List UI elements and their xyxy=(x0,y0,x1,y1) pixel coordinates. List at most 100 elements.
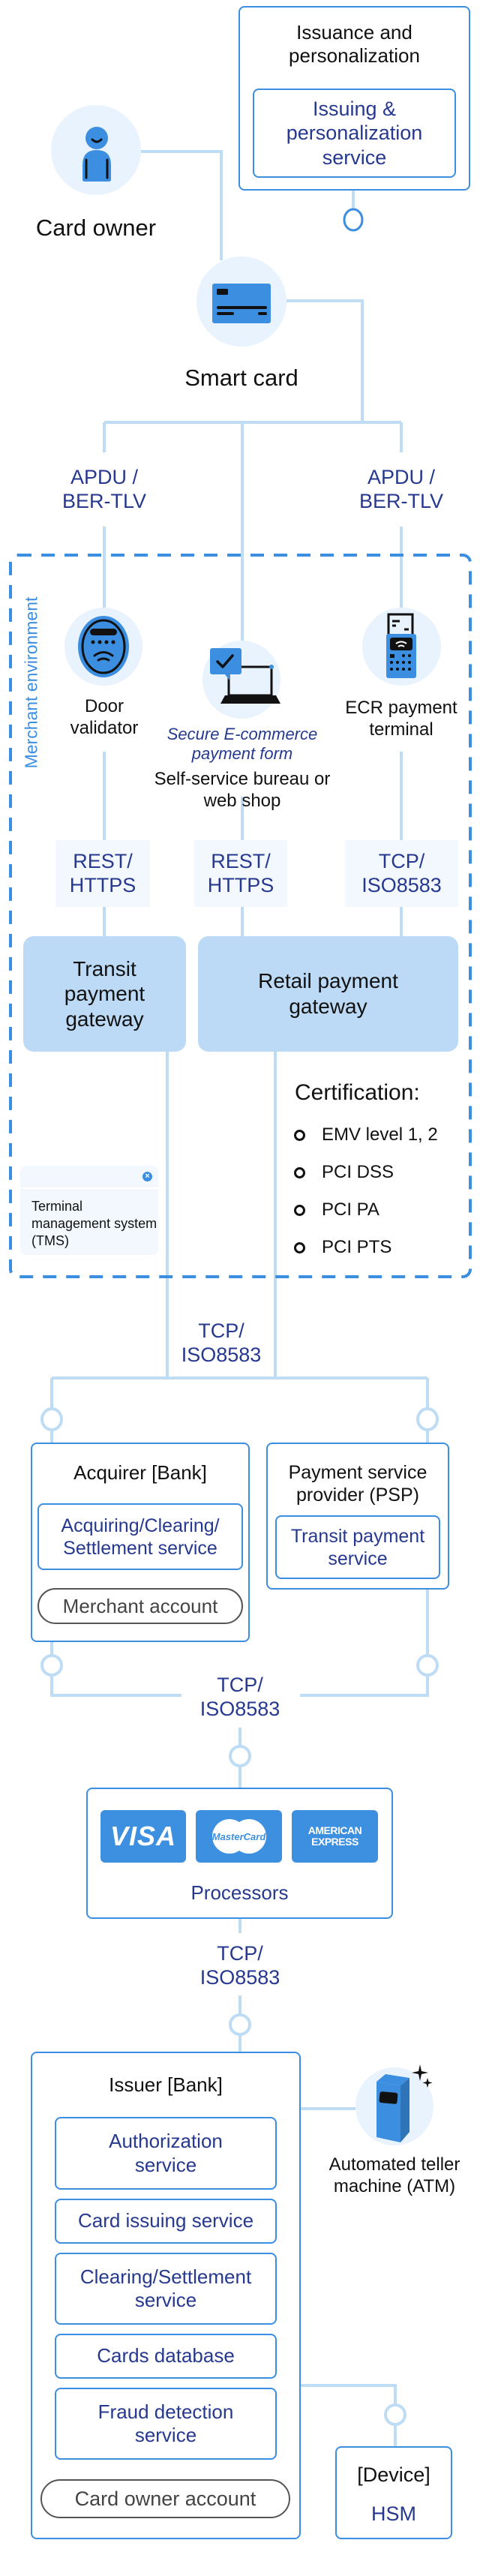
person-icon xyxy=(82,127,111,182)
certification-item: EMV level 1, 2 xyxy=(294,1124,438,1145)
retail-payment-gateway[interactable]: Retail payment gateway xyxy=(198,936,458,1052)
acquirer-title: Acquirer [Bank] xyxy=(74,1461,207,1484)
connector-acquirer-top xyxy=(40,1407,63,1431)
protocol-apdu-right: APDU / BER-TLV xyxy=(358,466,444,513)
wire-acq-4 xyxy=(50,1675,182,1697)
atm-node[interactable] xyxy=(356,2064,434,2145)
fraud-detection-service[interactable]: Fraud detection service xyxy=(55,2388,277,2460)
web-shop-node[interactable] xyxy=(202,641,280,719)
bullet-icon xyxy=(294,1241,305,1253)
laptop-payment-icon xyxy=(210,648,280,704)
hsm-box[interactable] xyxy=(335,2446,452,2539)
atm-icon xyxy=(376,2064,433,2142)
wire-psp-4 xyxy=(300,1675,429,1697)
protocol-tcp-iso-acquiring: TCP/ ISO8583 xyxy=(180,1319,262,1368)
mastercard-logo: MasterCard xyxy=(196,1810,282,1863)
certification-item: PCI DSS xyxy=(294,1162,394,1183)
certification-item-label: EMV level 1, 2 xyxy=(322,1124,438,1145)
merchant-environment-frame xyxy=(9,554,472,1278)
issuing-personalization-service-label: Issuing & personalization service xyxy=(286,97,423,169)
merchant-environment-label: Merchant environment xyxy=(21,596,41,769)
tms-panel: × Terminal management system (TMS) xyxy=(20,1166,158,1255)
credit-card-icon xyxy=(212,284,271,323)
smart-card-label: Smart card xyxy=(184,365,298,391)
authorization-service-label: Authorization service xyxy=(109,2130,223,2176)
protocol-rest-https-transit-label: REST/ HTTPS xyxy=(69,849,136,896)
protocol-tcp-iso-ecr-label: TCP/ ISO8583 xyxy=(362,849,442,896)
cards-database-label: Cards database xyxy=(97,2344,235,2367)
certification-title: Certification: xyxy=(295,1080,420,1105)
ecr-terminal-label: ECR payment terminal xyxy=(345,698,458,740)
wire-hsm-1 xyxy=(301,2384,397,2405)
card-owner-node[interactable] xyxy=(51,105,141,195)
wire-owner-card xyxy=(141,150,223,260)
protocol-rest-https-transit: REST/ HTTPS xyxy=(56,840,150,907)
certification-item-label: PCI DSS xyxy=(322,1162,394,1182)
door-validator-label: Door validator xyxy=(70,696,139,738)
clearing-settlement-service[interactable]: Clearing/Settlement service xyxy=(55,2253,277,2325)
connector-issuer xyxy=(229,2013,251,2036)
protocol-tcp-iso-issuer: TCP/ ISO8583 xyxy=(200,1942,280,1989)
certification-item: PCI PA xyxy=(294,1199,380,1220)
bullet-icon xyxy=(294,1129,305,1141)
bullet-icon xyxy=(294,1204,305,1216)
authorization-service[interactable]: Authorization service xyxy=(55,2117,277,2190)
certification-item-label: PCI PTS xyxy=(322,1237,392,1257)
psp-title: Payment service provider (PSP) xyxy=(288,1462,428,1506)
transit-payment-service[interactable]: Transit payment service xyxy=(275,1515,440,1579)
clearing-settlement-service-label: Clearing/Settlement service xyxy=(80,2265,252,2311)
visa-logo: VISA xyxy=(100,1810,186,1863)
door-validator-node[interactable] xyxy=(64,608,142,686)
tms-label: Terminal management system (TMS) xyxy=(32,1199,158,1248)
merchant-account-label: Merchant account xyxy=(62,1594,218,1617)
hsm-label: HSM xyxy=(371,2502,416,2525)
mastercard-logo-text: MasterCard xyxy=(212,1830,266,1842)
certification-item: PCI PTS xyxy=(294,1237,392,1258)
pos-terminal-icon xyxy=(386,613,416,678)
secure-ecommerce-form-label: Secure E-commerce payment form xyxy=(166,725,318,764)
tms-panel-header: × xyxy=(20,1166,158,1189)
close-icon[interactable]: × xyxy=(142,1172,152,1181)
connector-issuance xyxy=(343,208,364,232)
connector-hsm xyxy=(384,2403,406,2426)
wire-card-branch xyxy=(286,299,364,422)
amex-logo: AMERICAN EXPRESS xyxy=(292,1810,378,1863)
merchant-account[interactable]: Merchant account xyxy=(38,1588,243,1624)
transit-payment-gateway[interactable]: Transit payment gateway xyxy=(23,936,186,1052)
protocol-apdu-left: APDU / BER-TLV xyxy=(62,466,147,513)
visa-logo-text: VISA xyxy=(110,1821,177,1851)
protocol-rest-https-web-label: REST/ HTTPS xyxy=(207,849,274,896)
amex-logo-text: AMERICAN EXPRESS xyxy=(308,1824,362,1848)
transit-payment-service-label: Transit payment service xyxy=(290,1525,425,1569)
card-owner-label: Card owner xyxy=(35,215,157,241)
protocol-tcp-iso-processors: TCP/ ISO8583 xyxy=(200,1674,280,1721)
card-owner-account[interactable]: Card owner account xyxy=(40,2479,290,2518)
issuer-title: Issuer [Bank] xyxy=(109,2073,223,2096)
issuing-personalization-service[interactable]: Issuing & personalization service xyxy=(253,89,456,178)
card-issuing-service[interactable]: Card issuing service xyxy=(55,2199,277,2244)
atm-label: Automated teller machine (ATM) xyxy=(328,2154,460,2196)
protocol-tcp-iso-ecr: TCP/ ISO8583 xyxy=(345,840,458,907)
ecr-terminal-node[interactable] xyxy=(362,608,441,686)
certification-item-label: PCI PA xyxy=(322,1199,380,1220)
hsm-type-label: [Device] xyxy=(357,2463,430,2486)
connector-psp-top xyxy=(416,1407,439,1431)
bullet-icon xyxy=(294,1166,305,1178)
processors-label: Processors xyxy=(190,1881,289,1904)
smart-card-node[interactable] xyxy=(196,257,286,347)
acquiring-service-label: Acquiring/Clearing/ Settlement service xyxy=(61,1515,220,1559)
web-shop-label: Self-service bureau or web shop xyxy=(154,769,331,811)
protocol-rest-https-web: REST/ HTTPS xyxy=(194,840,287,907)
transit-payment-gateway-label: Transit payment gateway xyxy=(64,956,146,1031)
cards-database[interactable]: Cards database xyxy=(55,2334,277,2379)
card-owner-account-label: Card owner account xyxy=(74,2487,256,2510)
issuance-title: Issuance and personalization xyxy=(289,21,420,68)
connector-processors xyxy=(229,1745,251,1767)
connector-acquirer-bottom xyxy=(40,1654,63,1677)
fraud-detection-service-label: Fraud detection service xyxy=(98,2400,234,2446)
acquiring-clearing-settlement-service[interactable]: Acquiring/Clearing/ Settlement service xyxy=(38,1503,243,1570)
mastercard-circles-icon xyxy=(212,1819,266,1854)
connector-psp-bottom xyxy=(416,1654,439,1677)
